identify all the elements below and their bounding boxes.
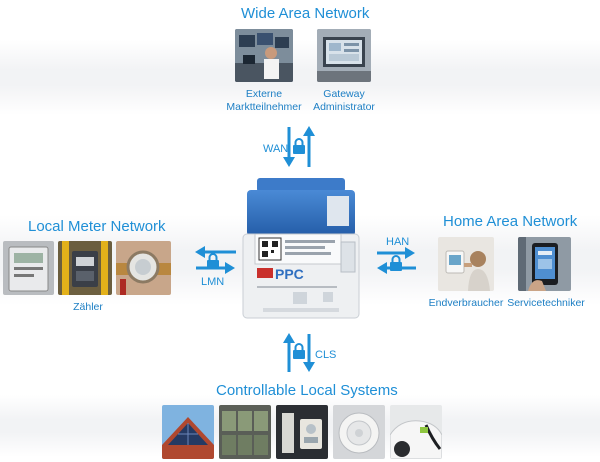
smart-meter-gateway-device [242,178,360,319]
meters-caption: Zähler [73,301,103,313]
han-link-label: HAN [386,236,410,248]
device-brand-label: PPC [275,266,304,282]
end-consumer-caption: Endverbraucher [428,297,504,309]
cls-link-label: CLS [315,349,337,361]
gateway-administrator-photo [317,29,371,82]
wan-heading: Wide Area Network [241,5,370,22]
external-market-participants-caption: Externe Marktteilnehmer [226,88,302,113]
lmn-link-label: LMN [201,276,225,288]
gas-meter-photo [58,241,112,295]
water-meter-photo [116,241,171,295]
solar-panels-photo [162,405,214,459]
han-lock-icon [390,255,402,271]
gateway-administrator-caption: Gateway Administrator [313,88,375,113]
electricity-meter-photo [3,241,54,295]
lmn-heading: Local Meter Network [28,218,166,235]
lmn-lock-icon [207,253,219,269]
external-market-participants-photo [235,29,293,82]
end-consumer-photo [438,237,494,291]
control-panel-photo [276,405,328,459]
smoke-detector-photo [333,405,385,459]
cls-lock-icon [293,343,305,359]
service-technician-photo [518,237,571,291]
electric-vehicle-charging-photo [390,405,442,459]
service-technician-caption: Servicetechniker [507,297,585,309]
han-heading: Home Area Network [443,213,578,230]
cls-heading: Controllable Local Systems [216,382,398,399]
wan-lock-icon [293,138,305,154]
background-band-top [0,40,600,115]
wan-link-label: WAN [263,143,289,155]
battery-storage-photo [219,405,271,459]
